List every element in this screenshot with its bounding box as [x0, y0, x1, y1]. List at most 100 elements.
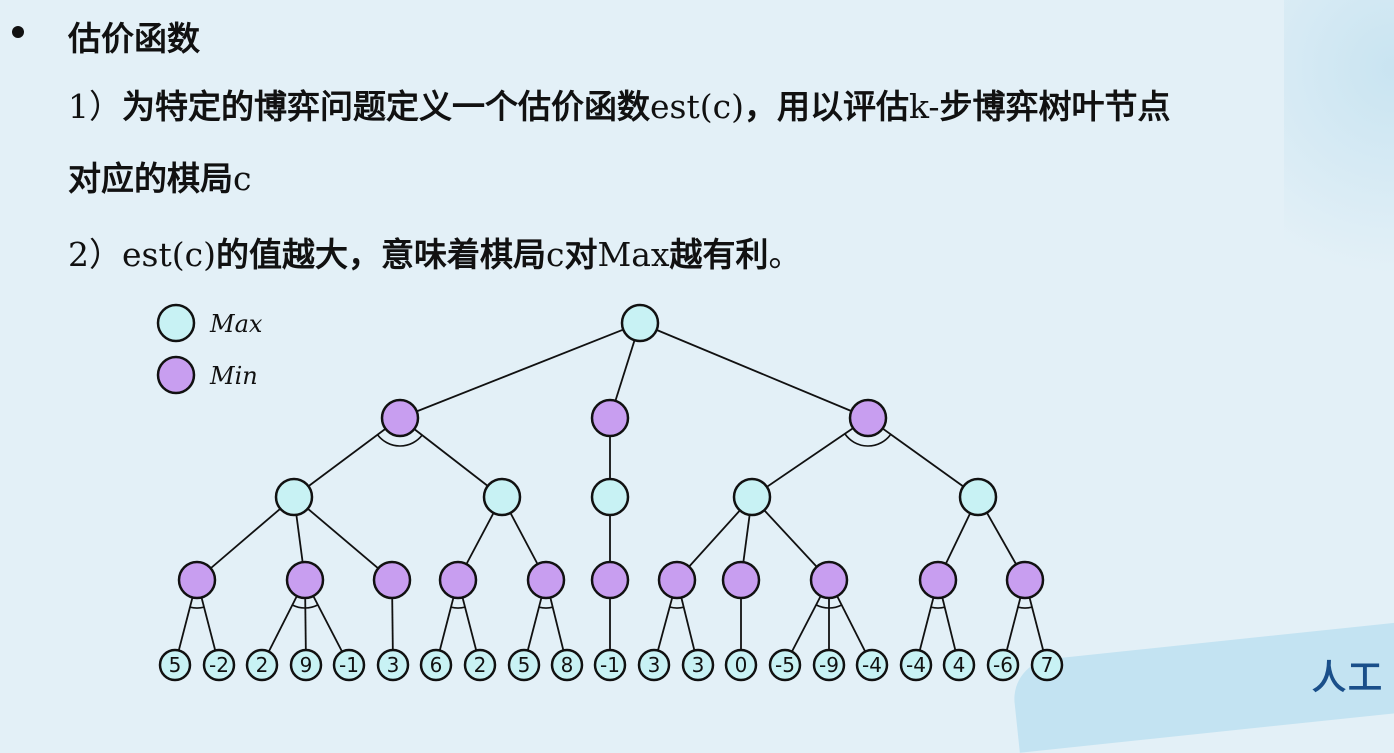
- and-arc: [669, 606, 684, 609]
- legend-min-label: Min: [209, 362, 258, 390]
- item-2-text-d: 对: [564, 235, 598, 274]
- leaf-value: -4: [906, 653, 926, 677]
- item-1-line-2: 对应的棋局c: [68, 152, 251, 200]
- legend: Max Min: [156, 303, 263, 395]
- min-node: [1005, 560, 1045, 600]
- leaf-node: [593, 648, 627, 682]
- max-node: [958, 477, 998, 517]
- min-node: [380, 398, 420, 438]
- and-arc: [376, 434, 423, 447]
- item-1-text-c: ，用以评估: [743, 87, 909, 126]
- leaf-value: 5: [518, 653, 531, 677]
- leaf-value: -6: [993, 653, 1013, 677]
- min-node: [721, 560, 761, 600]
- bullet-dot: [12, 26, 24, 38]
- leaf-value: 3: [648, 653, 661, 677]
- leaf-value: 2: [256, 653, 269, 677]
- min-node: [372, 560, 412, 600]
- item-1-text-d: k-: [908, 87, 940, 126]
- leaf-node: [942, 648, 976, 682]
- leaf-value: -1: [600, 653, 620, 677]
- and-arc: [450, 606, 466, 609]
- and-arc: [189, 606, 205, 609]
- leaf-value: 6: [430, 653, 443, 677]
- section-heading: 估价函数: [68, 19, 200, 58]
- leaf-node: [1030, 648, 1064, 682]
- and-arc: [1017, 606, 1033, 609]
- leaf-node: [855, 648, 889, 682]
- corner-decoration: [1284, 0, 1394, 340]
- leaf-node: [158, 648, 192, 682]
- leaf-value: -2: [209, 653, 229, 677]
- and-arc: [538, 606, 553, 609]
- leaf-node: [637, 648, 671, 682]
- edge: [399, 322, 641, 419]
- leaf-node: [332, 648, 366, 682]
- item-2-text-e: Max: [597, 235, 670, 274]
- leaf-value: 3: [387, 653, 400, 677]
- leaf-node: [202, 648, 236, 682]
- item-1-line-1: 1）为特定的博弈问题定义一个估价函数est(c)，用以评估k-步博弈树叶节点: [68, 80, 1171, 128]
- edge: [293, 417, 401, 498]
- leaf-value: -9: [819, 653, 839, 677]
- leaf-node: [463, 648, 497, 682]
- leaf-node: [768, 648, 802, 682]
- leaf-node: [899, 648, 933, 682]
- max-node-root: [620, 303, 660, 343]
- leaf-node: [986, 648, 1020, 682]
- min-node: [809, 560, 849, 600]
- leaf-node: [289, 648, 323, 682]
- item-2-text-a: est(c): [122, 235, 216, 274]
- legend-max-swatch: [156, 303, 196, 343]
- and-arc: [292, 604, 319, 609]
- item-2-text-g: 。: [768, 235, 802, 274]
- min-node: [590, 398, 630, 438]
- edge: [293, 496, 393, 581]
- edge: [196, 496, 295, 581]
- item-1-text-f: 对应的棋局: [68, 159, 233, 198]
- item-1-text-a: 为特定的博弈问题定义一个估价函数: [122, 87, 650, 126]
- leaf-node: [245, 648, 279, 682]
- min-node: [438, 560, 478, 600]
- min-node: [177, 560, 217, 600]
- leaf-value: 0: [735, 653, 748, 677]
- leaf-node: [812, 648, 846, 682]
- min-node: [848, 398, 888, 438]
- leaf-value: 7: [1041, 653, 1054, 677]
- legend-min-swatch: [156, 355, 196, 395]
- leaf-node: [681, 648, 715, 682]
- item-1-text-e: 步博弈树叶节点: [939, 87, 1171, 126]
- leaf-value: -1: [339, 653, 359, 677]
- leaf-value: 9: [300, 653, 313, 677]
- item-1-number: 1）: [68, 87, 122, 126]
- leaf-value: 5: [169, 653, 182, 677]
- leaf-value: 8: [561, 653, 574, 677]
- edge: [399, 417, 503, 498]
- leaf-value: -5: [775, 653, 795, 677]
- edge: [867, 417, 979, 498]
- leaf-value: -4: [862, 653, 882, 677]
- min-node: [590, 560, 630, 600]
- min-node: [526, 560, 566, 600]
- max-node: [590, 477, 630, 517]
- leaf-node: [376, 648, 410, 682]
- leaf-node: [550, 648, 584, 682]
- and-arc: [844, 433, 892, 447]
- min-node: [918, 560, 958, 600]
- edge: [751, 417, 869, 498]
- item-2-number: 2）: [68, 235, 122, 274]
- max-node: [274, 477, 314, 517]
- leaf-node: [419, 648, 453, 682]
- item-2-text-f: 越有利: [669, 235, 769, 274]
- min-node: [285, 560, 325, 600]
- leaf-node: [507, 648, 541, 682]
- max-node: [732, 477, 772, 517]
- and-arc: [815, 604, 842, 609]
- item-2-text-c: c: [545, 235, 565, 274]
- and-arc: [930, 606, 945, 609]
- min-node: [657, 560, 697, 600]
- edge: [639, 322, 869, 419]
- and-arcs: [189, 433, 1033, 609]
